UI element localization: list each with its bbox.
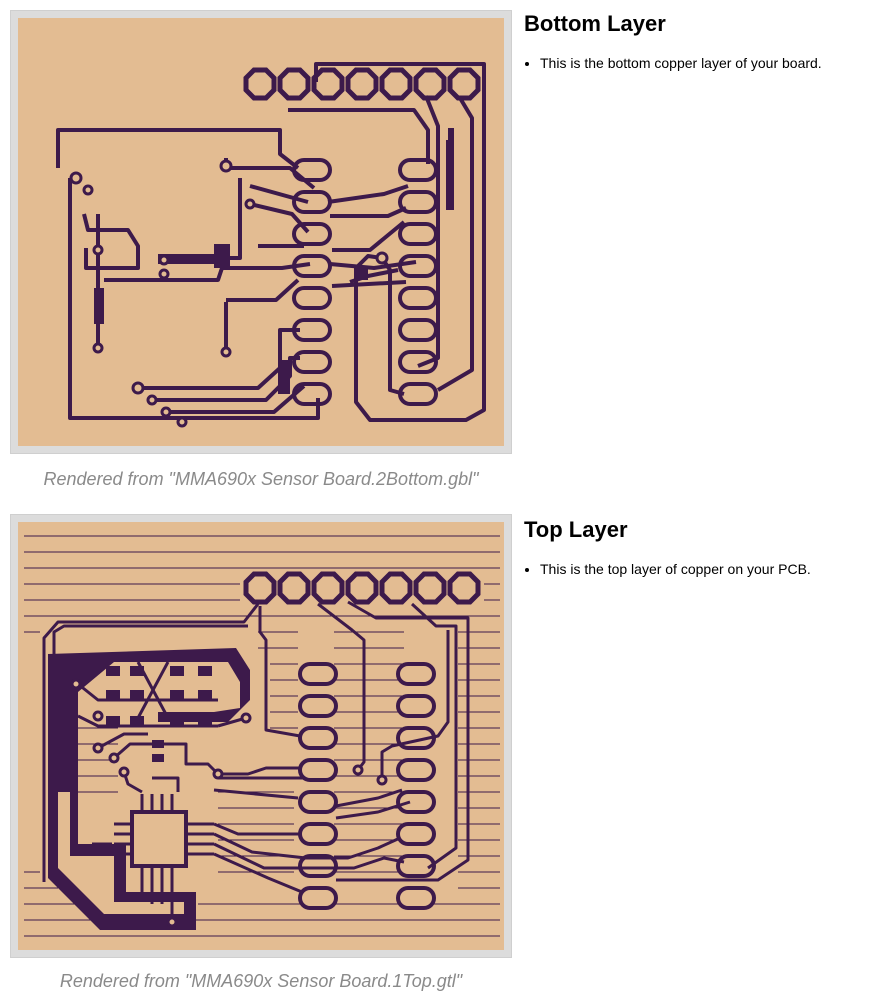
top-layer-heading: Top Layer [524, 517, 628, 542]
board-hatch-lines [24, 535, 500, 937]
top-traces [42, 600, 470, 894]
bottom-vias [69, 159, 389, 428]
chip-leads [114, 794, 214, 922]
bottom-layer-caption: Rendered from "MMA690x Sensor Board.2Bot… [43, 469, 479, 489]
bottom-layer-heading: Bottom Layer [524, 11, 666, 36]
bottom-copper-pours [94, 128, 454, 394]
bottom-layer-image-frame [10, 10, 512, 454]
top-layer-pcb-image [18, 522, 504, 950]
header-pins [243, 67, 481, 101]
top-layer-figure: Rendered from "MMA690x Sensor Board.1Top… [10, 514, 512, 991]
top-layer-description: Top Layer This is the top layer of coppe… [524, 516, 884, 578]
left-oval-pads [298, 662, 338, 910]
left-oval-pads [292, 158, 332, 406]
bottom-layer-figure: Rendered from "MMA690x Sensor Board.2Bot… [10, 10, 512, 489]
top-layer-bullet: This is the top layer of copper on your … [540, 560, 884, 578]
inner-hatch-lines [78, 631, 404, 873]
top-vias [70, 678, 388, 928]
top-layer-caption: Rendered from "MMA690x Sensor Board.1Top… [59, 971, 463, 991]
bottom-layer-description: Bottom Layer This is the bottom copper l… [524, 10, 884, 72]
header-pins [243, 571, 481, 605]
bottom-layer-bullet: This is the bottom copper layer of your … [540, 54, 884, 72]
top-layer-image-frame [10, 514, 512, 958]
sensor-chip [130, 810, 188, 868]
top-layer-bullets: This is the top layer of copper on your … [524, 560, 884, 578]
right-oval-pads [398, 158, 438, 406]
ground-pour-cutout [58, 792, 184, 914]
bottom-layer-pcb-image [18, 18, 504, 446]
bottom-layer-bullets: This is the bottom copper layer of your … [524, 54, 884, 72]
smd-pads [106, 666, 212, 762]
